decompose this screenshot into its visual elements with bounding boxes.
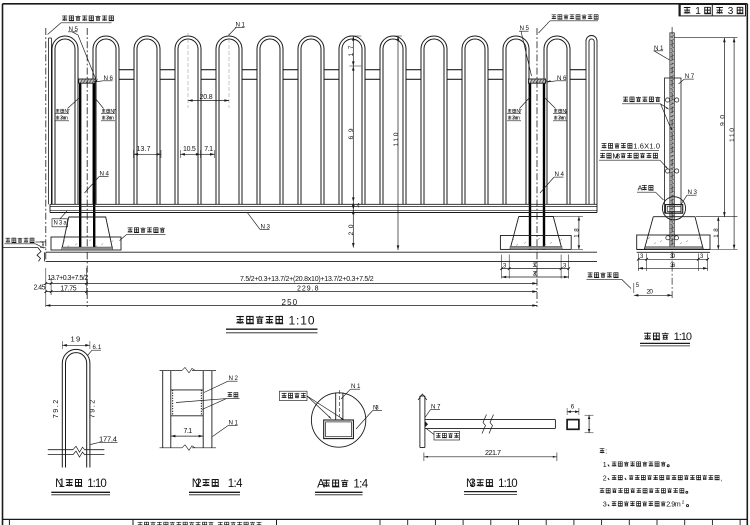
svg-text:1:10: 1:10: [674, 331, 692, 343]
svg-text:1.6X1.0: 1.6X1.0: [633, 142, 660, 151]
svg-text:4: 4: [357, 204, 361, 210]
svg-text:N1: N1: [236, 22, 246, 29]
svg-text:10.5: 10.5: [183, 146, 196, 153]
svg-text:250: 250: [282, 298, 298, 307]
svg-text:N7: N7: [685, 73, 695, 80]
svg-text:N2: N2: [192, 478, 202, 490]
svg-text:N1: N1: [351, 383, 361, 390]
svg-text:N3: N3: [466, 478, 476, 490]
svg-text:N1: N1: [654, 45, 664, 52]
svg-text:36: 36: [670, 262, 676, 269]
svg-text:2: 2: [603, 475, 607, 482]
svg-text:N6: N6: [104, 75, 114, 82]
svg-text:7.1: 7.1: [204, 146, 213, 153]
svg-text:N4: N4: [100, 171, 110, 178]
svg-text:79.2: 79.2: [87, 400, 96, 419]
svg-text:36: 36: [533, 270, 539, 277]
svg-text:N6: N6: [557, 75, 567, 82]
svg-text:3mm: 3mm: [60, 116, 69, 122]
svg-text:3: 3: [603, 500, 607, 509]
svg-text:3mm: 3mm: [558, 116, 567, 122]
svg-text:2.45: 2.45: [34, 285, 46, 292]
svg-text::: :: [605, 449, 607, 456]
svg-text:1:10: 1:10: [87, 478, 107, 490]
svg-text:6: 6: [571, 403, 575, 410]
svg-text:1: 1: [695, 6, 701, 17]
svg-text:1:4: 1:4: [228, 478, 243, 490]
svg-text:6.1: 6.1: [93, 345, 102, 351]
svg-text:,: ,: [720, 475, 722, 482]
svg-text:13.7+0.3+7.5/2: 13.7+0.3+7.5/2: [48, 275, 89, 282]
svg-text:19: 19: [71, 334, 81, 343]
svg-text:177.4: 177.4: [99, 434, 117, 443]
svg-text:N3a: N3a: [54, 220, 68, 226]
svg-text:5: 5: [636, 283, 640, 289]
svg-text:1:10: 1:10: [498, 478, 518, 490]
svg-text:N5: N5: [69, 26, 79, 33]
svg-text:A: A: [317, 478, 325, 490]
svg-text:N2: N2: [229, 375, 239, 382]
svg-text:N4: N4: [555, 171, 565, 178]
svg-text:7.5/2+0.3+13.7/2+(20.8x10)+13.: 7.5/2+0.3+13.7/2+(20.8x10)+13.7/2+0.3+7.…: [240, 276, 374, 283]
svg-text:1:10: 1:10: [289, 313, 315, 327]
svg-text:N3: N3: [373, 405, 379, 412]
svg-text:79.2: 79.2: [51, 400, 60, 419]
svg-text:N3: N3: [261, 223, 271, 230]
svg-text:2.9m: 2.9m: [666, 500, 680, 509]
svg-text:30: 30: [533, 262, 539, 269]
svg-text:3mm: 3mm: [512, 116, 521, 122]
svg-text:110: 110: [729, 128, 736, 142]
svg-text:110: 110: [393, 132, 400, 146]
svg-text:13.7: 13.7: [137, 146, 151, 153]
svg-text:N7: N7: [431, 404, 441, 411]
svg-text:N7: N7: [110, 109, 115, 115]
svg-text:3: 3: [640, 254, 644, 260]
svg-text:N5: N5: [520, 25, 530, 32]
svg-text:1: 1: [603, 462, 607, 469]
svg-text:N1: N1: [229, 420, 239, 427]
svg-text:221.7: 221.7: [485, 448, 501, 457]
svg-text:1:4: 1:4: [353, 478, 368, 490]
svg-text:7.1: 7.1: [184, 428, 193, 435]
svg-text:2: 2: [682, 500, 685, 505]
svg-text:17.75: 17.75: [60, 286, 76, 293]
svg-text:229.8: 229.8: [297, 286, 319, 293]
svg-text:A: A: [638, 184, 643, 193]
svg-text:20: 20: [647, 289, 654, 296]
svg-text:N3: N3: [688, 189, 698, 196]
svg-text:3: 3: [503, 263, 507, 269]
svg-text:30: 30: [670, 253, 676, 260]
svg-text:M8: M8: [612, 152, 620, 161]
svg-text:3: 3: [728, 6, 734, 17]
svg-text:N7: N7: [64, 109, 69, 115]
svg-text:3: 3: [563, 263, 567, 269]
svg-text:3mm: 3mm: [106, 116, 115, 122]
svg-text:N7: N7: [516, 109, 521, 115]
svg-text:20.8: 20.8: [200, 94, 213, 101]
svg-text:N7: N7: [562, 109, 567, 115]
svg-text:3: 3: [700, 254, 704, 260]
svg-text:N1: N1: [55, 478, 65, 490]
